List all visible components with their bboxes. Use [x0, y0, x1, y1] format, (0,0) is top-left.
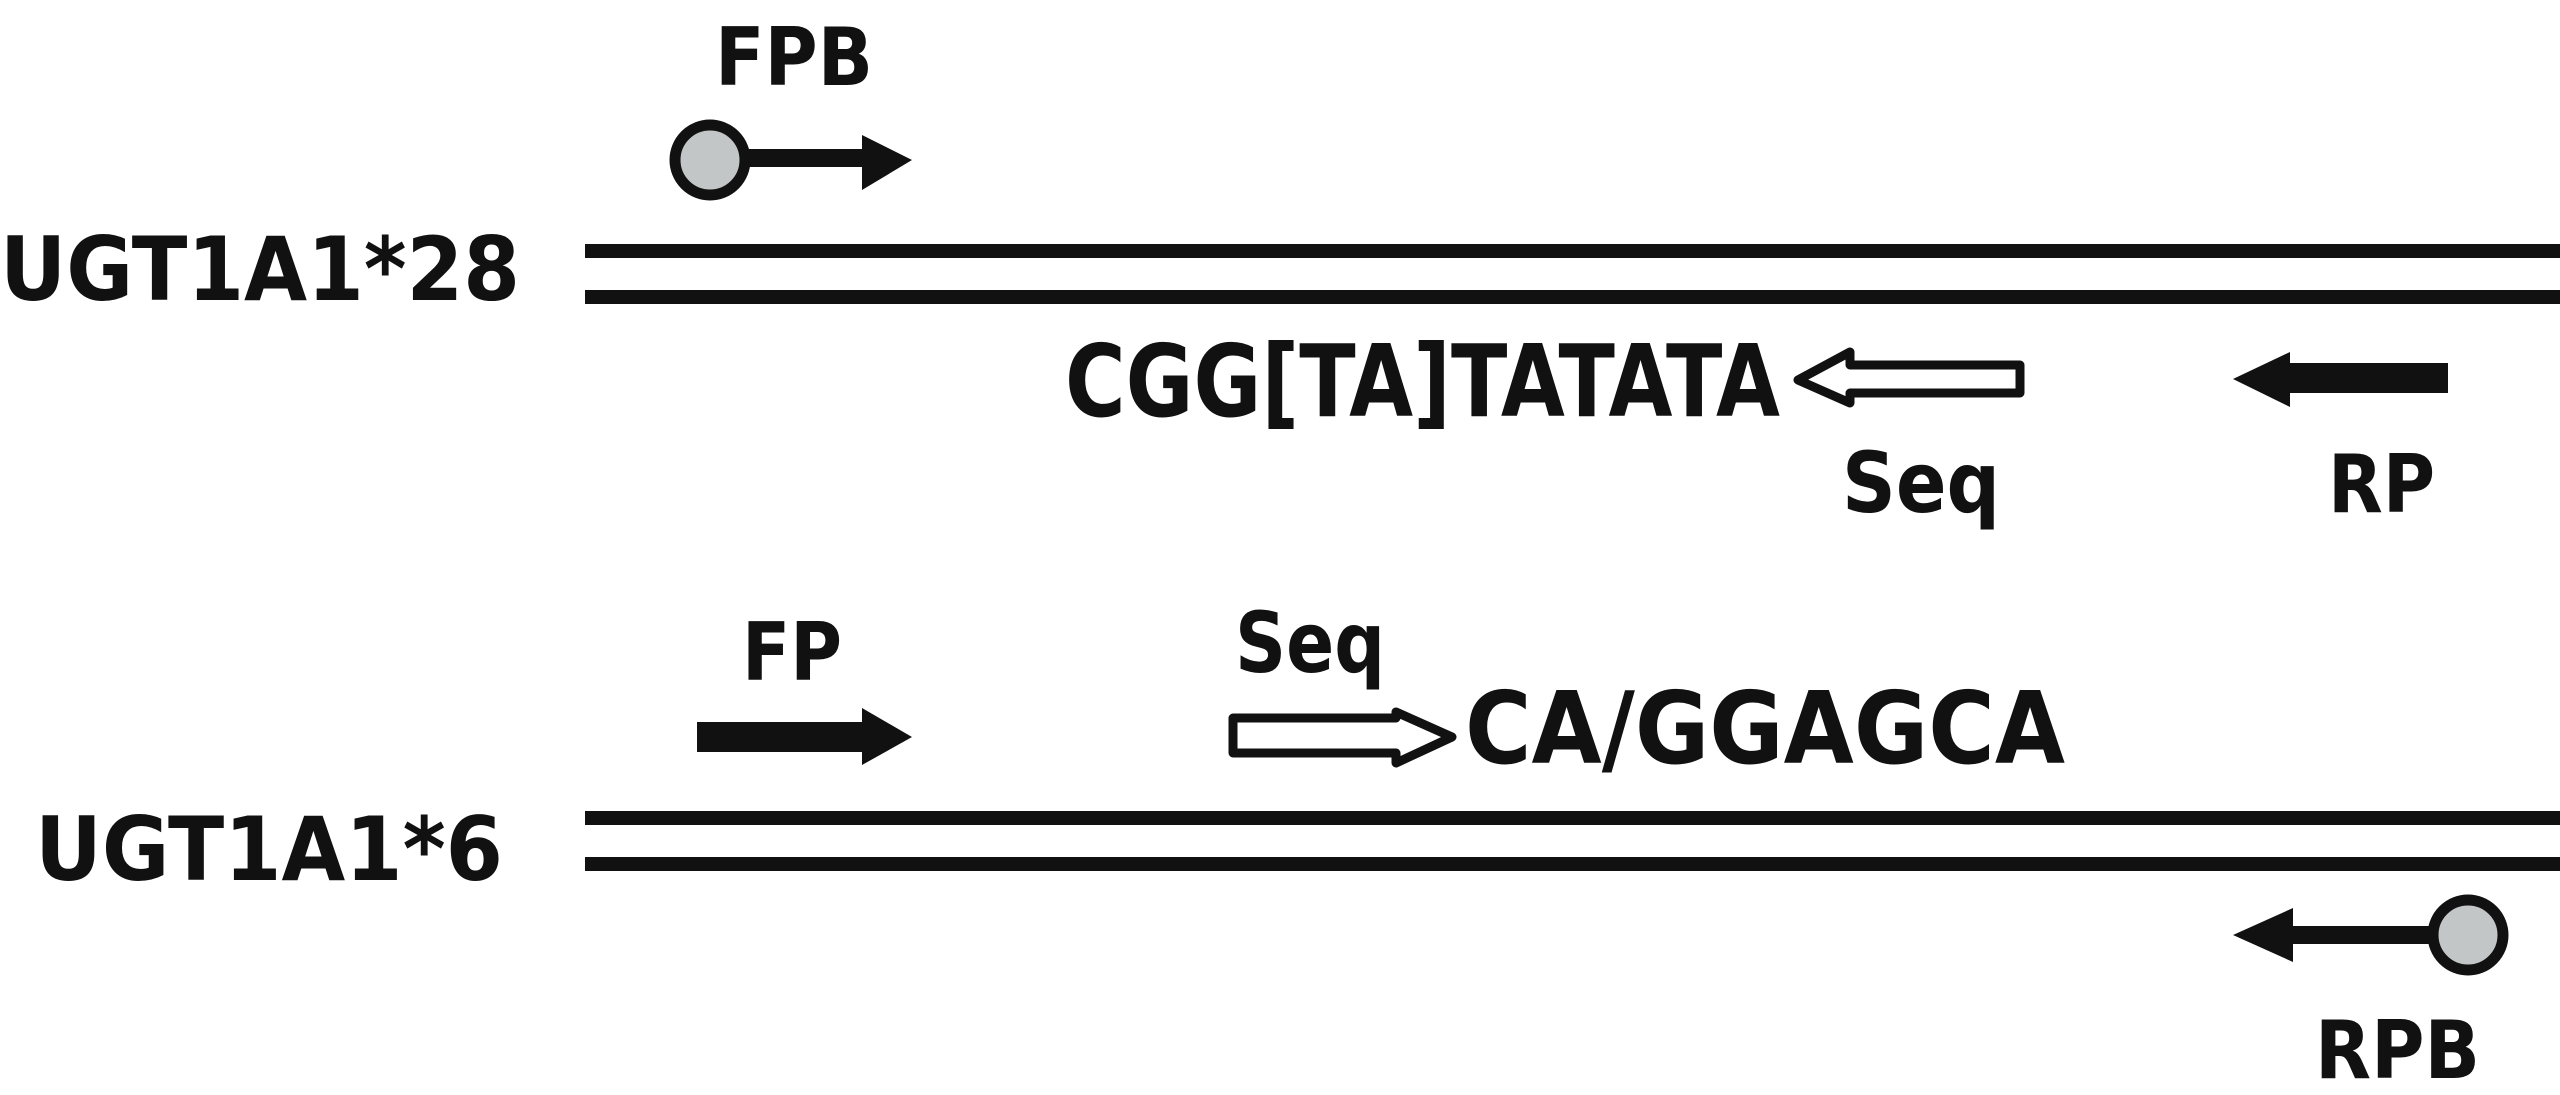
forward-primer-label: FP	[742, 606, 842, 699]
sequencing-primer-arrow	[1228, 707, 1457, 768]
reverse-primer-arrow	[2233, 908, 2450, 962]
forward-primer-label: FPB	[715, 11, 873, 104]
gene-label: UGT1A1*6	[35, 798, 503, 901]
reverse-primer-label: RP	[2328, 438, 2435, 531]
sequencing-primer-label: Seq	[1235, 594, 1385, 692]
reverse-primer-label: RPB	[2315, 1004, 2480, 1095]
sequencing-primer-arrow	[1793, 347, 2025, 408]
dna-strand-top	[585, 244, 2560, 258]
dna-strand-bottom	[585, 290, 2560, 304]
dna-strand-top	[585, 811, 2560, 825]
forward-primer-arrow	[697, 708, 912, 765]
sequence-text: CA/GGAGCA	[1465, 670, 2065, 787]
biotin-icon	[669, 119, 751, 201]
dna-strand-bottom	[585, 857, 2560, 871]
biotin-icon	[2427, 894, 2509, 976]
reverse-primer-arrow	[2233, 352, 2448, 407]
sequencing-primer-label: Seq	[1842, 434, 2000, 532]
gene-label: UGT1A1*28	[0, 218, 520, 321]
panel-ugt1a1-28: UGT1A1*28 FPB CGG[TA]TATATA Seq RP	[0, 11, 2560, 532]
panel-ugt1a1-6: UGT1A1*6 FP Seq CA/GGAGCA RPB	[35, 594, 2560, 1095]
forward-primer-arrow	[735, 135, 912, 190]
sequence-text: CGG[TA]TATATA	[1065, 323, 1780, 440]
